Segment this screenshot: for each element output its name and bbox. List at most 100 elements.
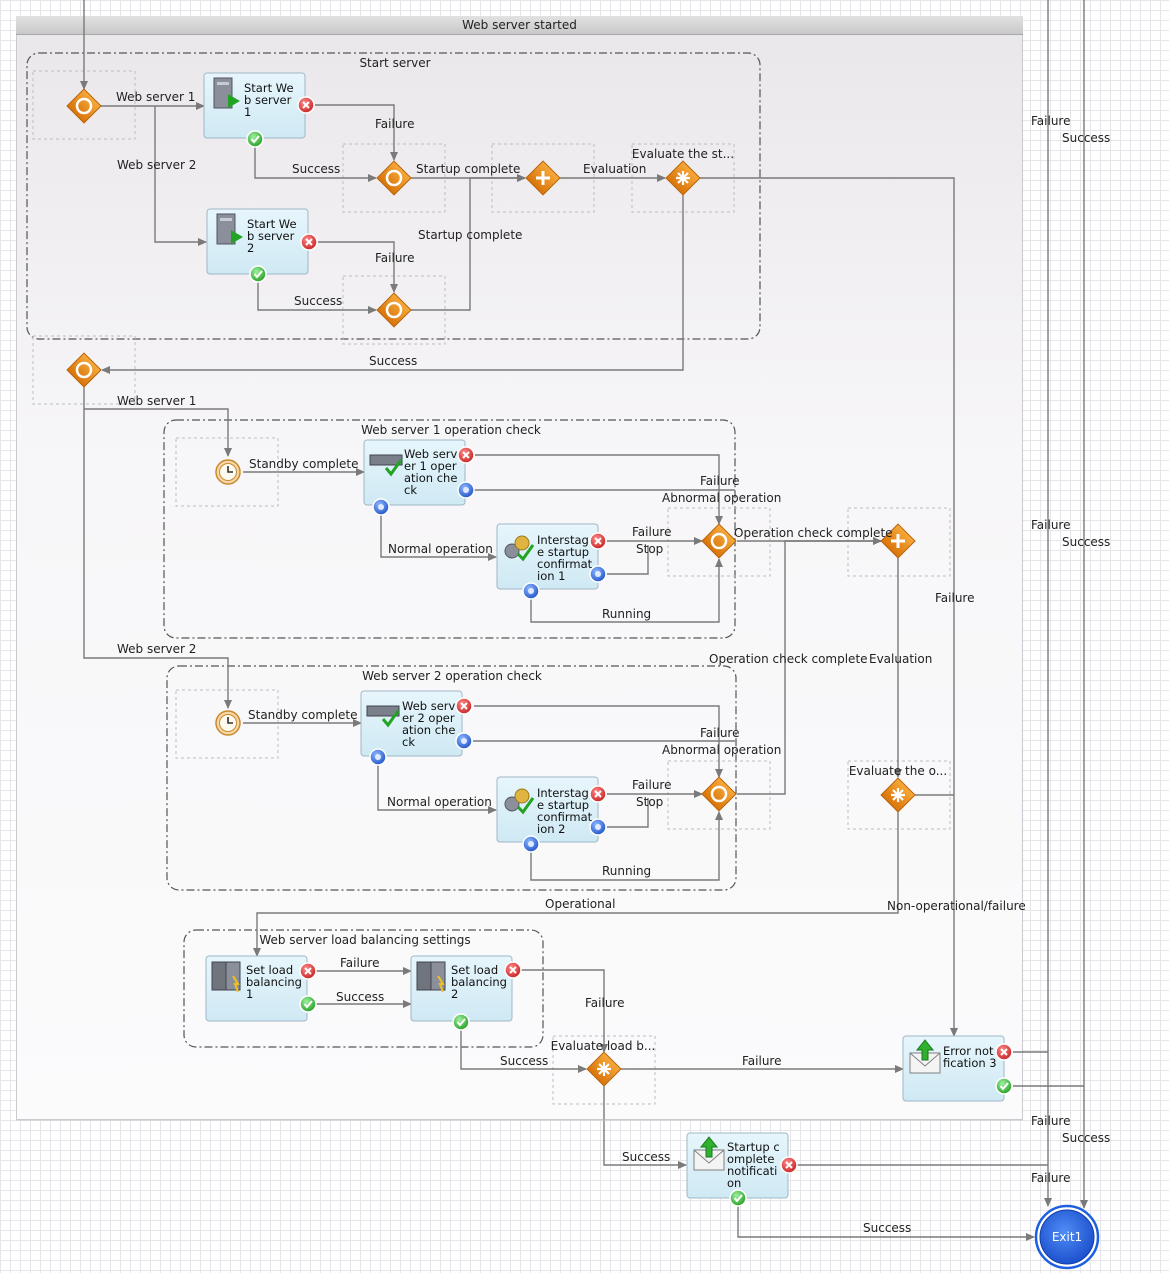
edge-label: Standby complete <box>248 708 357 722</box>
edge-label: Failure <box>1031 518 1070 532</box>
edge-label: Operational <box>545 897 615 911</box>
edge-label: Success <box>863 1221 911 1235</box>
swimlane-title: Web server started <box>16 16 1023 35</box>
gateway-join-3[interactable] <box>701 523 737 559</box>
gateway-evaluate-op[interactable] <box>880 777 916 813</box>
info-port-icon <box>369 748 387 766</box>
success-port-icon <box>452 1013 470 1031</box>
gateway-join-2[interactable] <box>376 292 412 328</box>
edge-label: Normal operation <box>388 542 493 556</box>
error-ports[interactable] <box>297 96 1013 1174</box>
svg-text:Web server 1 operation check: Web server 1 operation check <box>404 447 458 497</box>
gateway-join-1[interactable] <box>376 160 412 196</box>
error-port-icon <box>299 962 317 980</box>
timer-icon-standby-1[interactable] <box>215 459 241 485</box>
mail-send-icon <box>909 1039 941 1074</box>
edge-label: Failure <box>1031 1114 1070 1128</box>
edge-label: Evaluation <box>869 652 932 666</box>
edge-label: Stop <box>636 542 663 556</box>
edge-label: Success <box>1062 535 1110 549</box>
error-port-icon <box>780 1156 798 1174</box>
success-port-icon <box>995 1077 1013 1095</box>
success-port-icon <box>246 130 264 148</box>
error-port-icon <box>457 446 475 464</box>
group-title-ws2-check: Web server 2 operation check <box>362 669 542 683</box>
group-title-start-server: Start server <box>359 56 430 70</box>
success-ports[interactable] <box>246 130 1013 1207</box>
edge-label: Startup complete <box>416 162 520 176</box>
timer-icon-standby-2[interactable] <box>215 710 241 736</box>
ghost-boxes <box>32 70 951 1105</box>
gateway-evaluate-lb[interactable] <box>586 1051 622 1087</box>
group-title-lb-settings: Web server load balancing settings <box>259 933 470 947</box>
gateway-parallel-1[interactable] <box>525 160 561 196</box>
error-port-icon <box>589 785 607 803</box>
group-ws2-check <box>166 665 737 891</box>
error-port-icon <box>297 96 315 114</box>
info-port-icon <box>457 481 475 499</box>
edge-label: Success <box>1062 1131 1110 1145</box>
end-node-exit1[interactable]: Exit1 <box>1034 1204 1100 1270</box>
outer-edges <box>1044 0 1088 1209</box>
edge-label: Standby complete <box>249 457 358 471</box>
edge-label: Failure <box>935 591 974 605</box>
error-port-icon <box>589 532 607 550</box>
edge-label: Evaluation <box>583 162 646 176</box>
edge-label: Failure <box>585 996 624 1010</box>
server-rack-icon <box>416 961 446 993</box>
svg-text:Web server 2 operation check: Web server 2 operation check <box>402 699 456 749</box>
gateway-join-4[interactable] <box>701 776 737 812</box>
edge-label: Failure <box>632 525 671 539</box>
info-ports[interactable] <box>369 481 607 853</box>
edge-label: Web server 1 <box>116 90 195 104</box>
edge-label: Normal operation <box>387 795 492 809</box>
edge-label: Startup complete <box>418 228 522 242</box>
edge-label: Success <box>292 162 340 176</box>
info-port-icon <box>372 498 390 516</box>
edges <box>80 0 1084 1241</box>
error-port-icon <box>455 697 473 715</box>
edge-label: Success <box>336 990 384 1004</box>
edge-label: Operation check complete <box>734 526 893 540</box>
edge-label: Failure <box>700 726 739 740</box>
edge-label: Web server 2 <box>117 158 196 172</box>
group-lb-settings <box>183 929 544 1048</box>
gateway-label-eval-op: Evaluate the o... <box>849 764 947 778</box>
gateway-fork[interactable] <box>66 88 102 124</box>
edge-label: Failure <box>632 778 671 792</box>
edge-label: Operation check complete <box>709 652 868 666</box>
gateway-parallel-2[interactable] <box>880 523 916 559</box>
edge-label: Failure <box>375 117 414 131</box>
gateway-evaluate-start[interactable] <box>665 160 701 196</box>
edge-label: Failure <box>340 956 379 970</box>
success-port-icon <box>729 1189 747 1207</box>
error-port-icon <box>300 233 318 251</box>
edge-label: Success <box>622 1150 670 1164</box>
edge-label: Success <box>369 354 417 368</box>
edge-label: Success <box>294 294 342 308</box>
edge-label: Success <box>500 1054 548 1068</box>
svg-text:Exit1: Exit1 <box>1052 1230 1082 1244</box>
edge-label: Abnormal operation <box>662 743 781 757</box>
info-port-icon <box>589 818 607 836</box>
error-port-icon <box>504 961 522 979</box>
network-device-icon <box>369 454 403 477</box>
gateway-label-eval-start: Evaluate the st... <box>632 147 734 161</box>
gateway-fork-2[interactable] <box>66 352 102 388</box>
